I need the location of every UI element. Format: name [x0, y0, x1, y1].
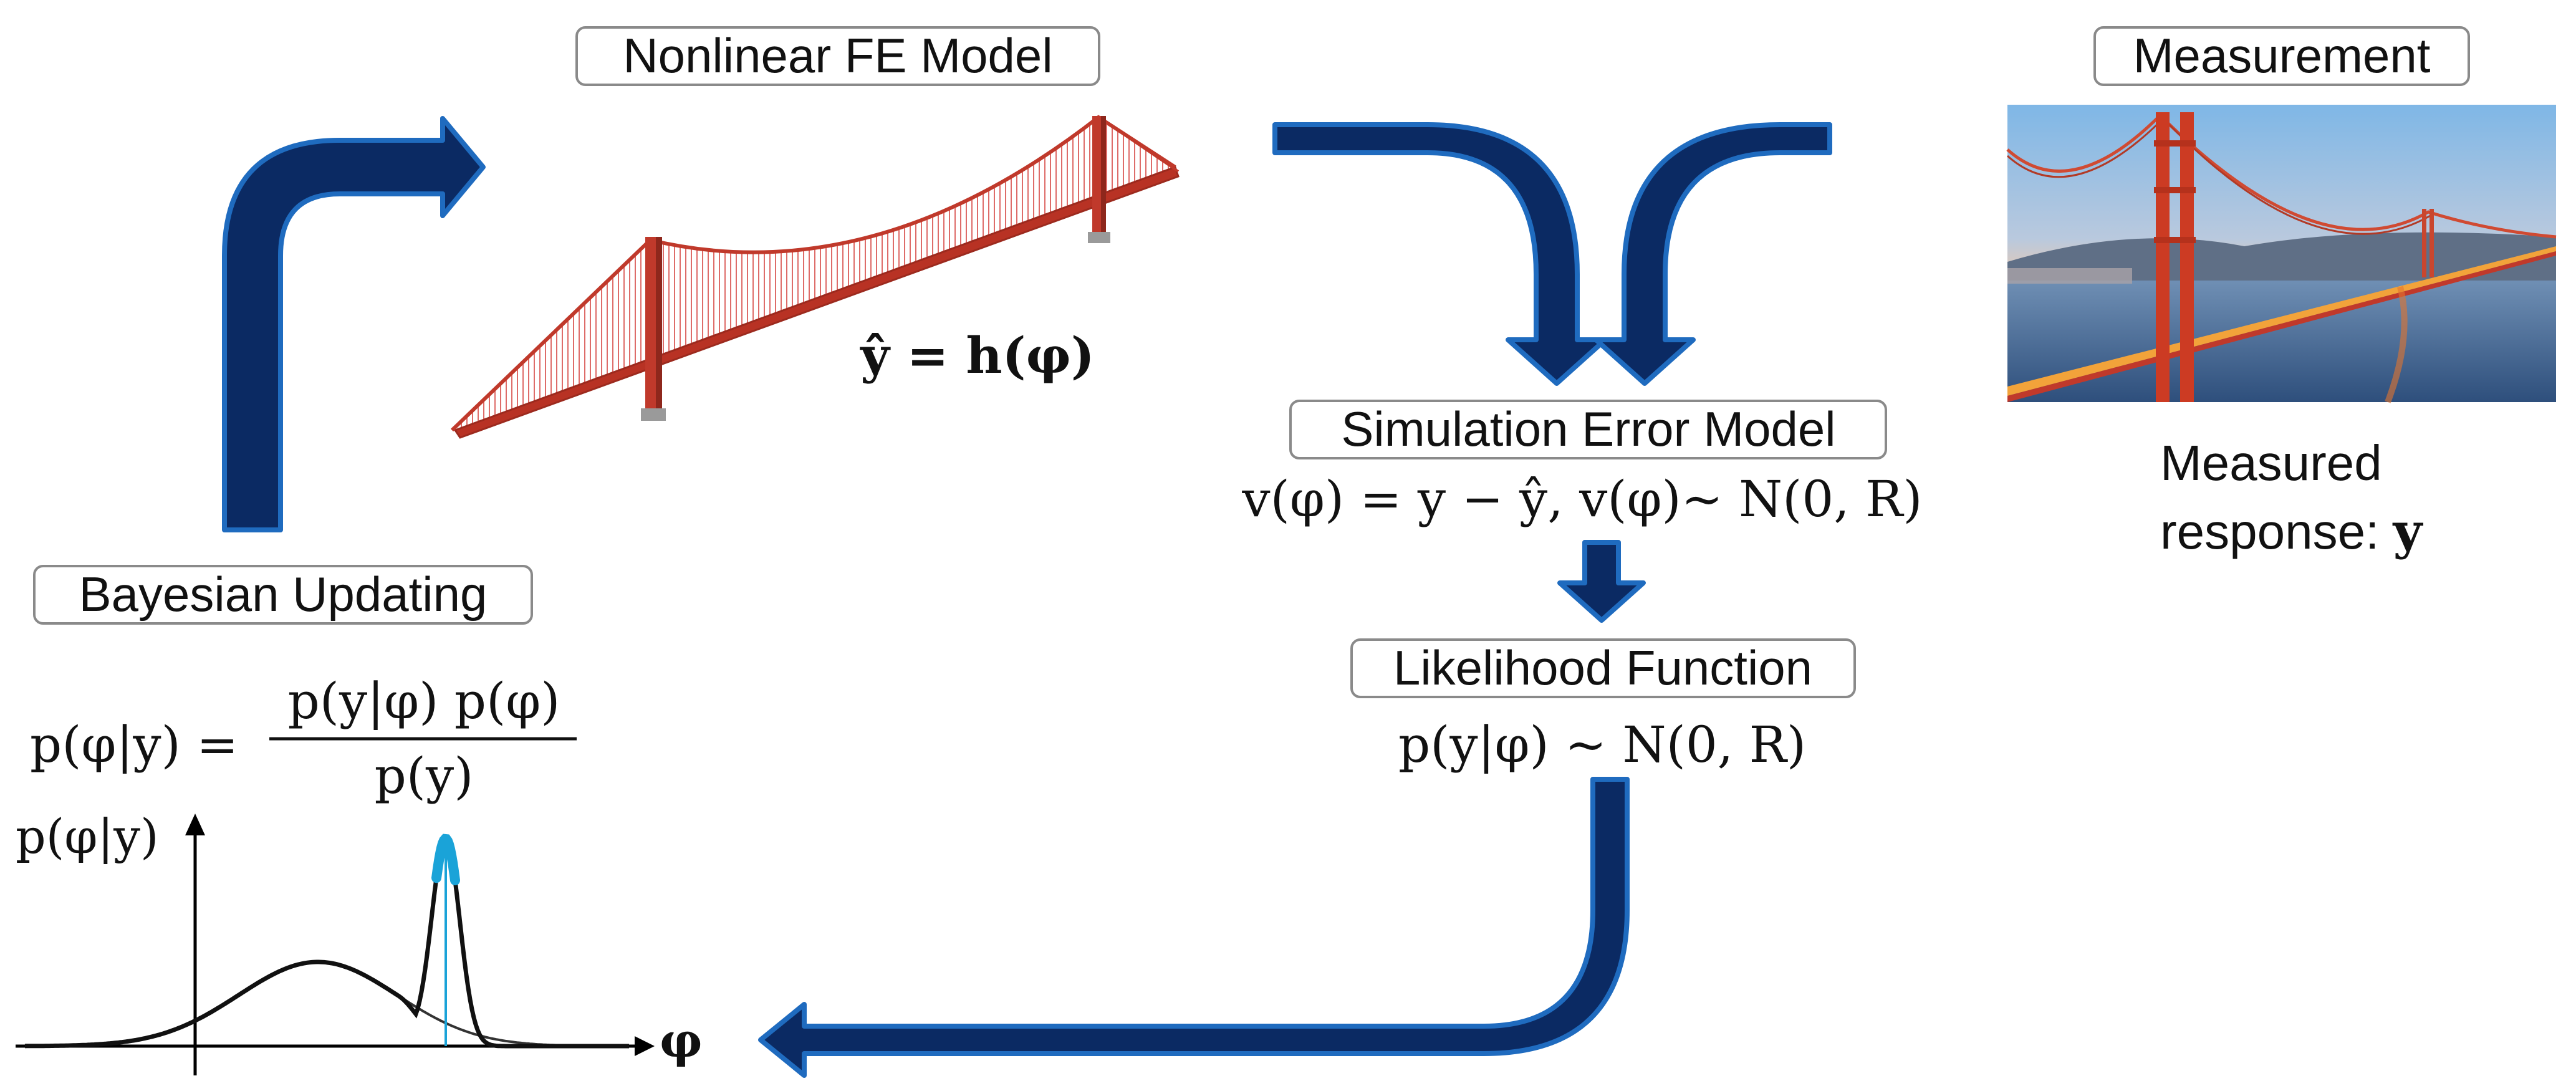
measured-label-line2: response: y	[2160, 502, 2424, 560]
box-likelihood: Likelihood Function	[1350, 638, 1856, 698]
arrow-fe-to-sim-error	[1272, 122, 1608, 386]
prior-density-curve	[24, 961, 629, 1047]
box-measurement: Measurement	[2093, 26, 2470, 86]
bayes-rule-equation: p(φ|y) = p(y|φ) p(φ) p(y)	[30, 672, 577, 805]
bayes-rule-numerator: p(y|φ) p(φ)	[288, 672, 560, 730]
simulation-error-equation: v(φ) = y − ŷ, v(φ)~ N(0, R)	[1241, 470, 1922, 528]
golden-gate-bridge-photo-icon	[2006, 105, 2557, 403]
likelihood-equation: p(y|φ) ~ N(0, R)	[1398, 716, 1806, 774]
flow-arrows	[222, 116, 1832, 1078]
arrow-likelihood-to-posterior	[758, 777, 1630, 1078]
arrow-bayes-to-fe-model	[222, 116, 486, 532]
simulation-error-title: Simulation Error Model	[1341, 401, 1835, 456]
box-fe-model: Nonlinear FE Model	[575, 26, 1100, 86]
box-bayesian-updating: Bayesian Updating	[33, 565, 533, 625]
posterior-density-plot: p(φ|y) φ	[16, 809, 703, 1075]
arrow-sim-error-to-likelihood	[1557, 540, 1646, 623]
measured-response-symbol: y	[2392, 502, 2424, 560]
fe-tower-left	[645, 237, 659, 411]
posterior-density-curve	[24, 835, 629, 1049]
fe-model-title: Nonlinear FE Model	[623, 28, 1052, 83]
bayes-rule-lhs: p(φ|y) =	[30, 716, 238, 774]
measured-response-text: response:	[2160, 504, 2393, 559]
posterior-x-axis-arrowhead	[635, 1036, 655, 1056]
posterior-x-axis-label: φ	[660, 1012, 703, 1068]
arrow-measurement-to-sim-error	[1593, 122, 1832, 386]
measurement-title: Measurement	[2133, 28, 2431, 83]
suspension-bridge-wireframe-icon	[450, 115, 1180, 439]
posterior-y-axis-label: p(φ|y)	[16, 809, 159, 864]
measured-label-line1: Measured	[2160, 435, 2382, 491]
bayes-rule-denominator: p(y)	[375, 747, 474, 805]
posterior-y-axis-arrowhead	[185, 814, 205, 835]
box-simulation-error: Simulation Error Model	[1289, 400, 1887, 459]
bayesian-updating-title: Bayesian Updating	[79, 567, 488, 622]
likelihood-title: Likelihood Function	[1393, 640, 1812, 695]
fe-response-equation: ŷ = h(φ)	[859, 326, 1094, 385]
